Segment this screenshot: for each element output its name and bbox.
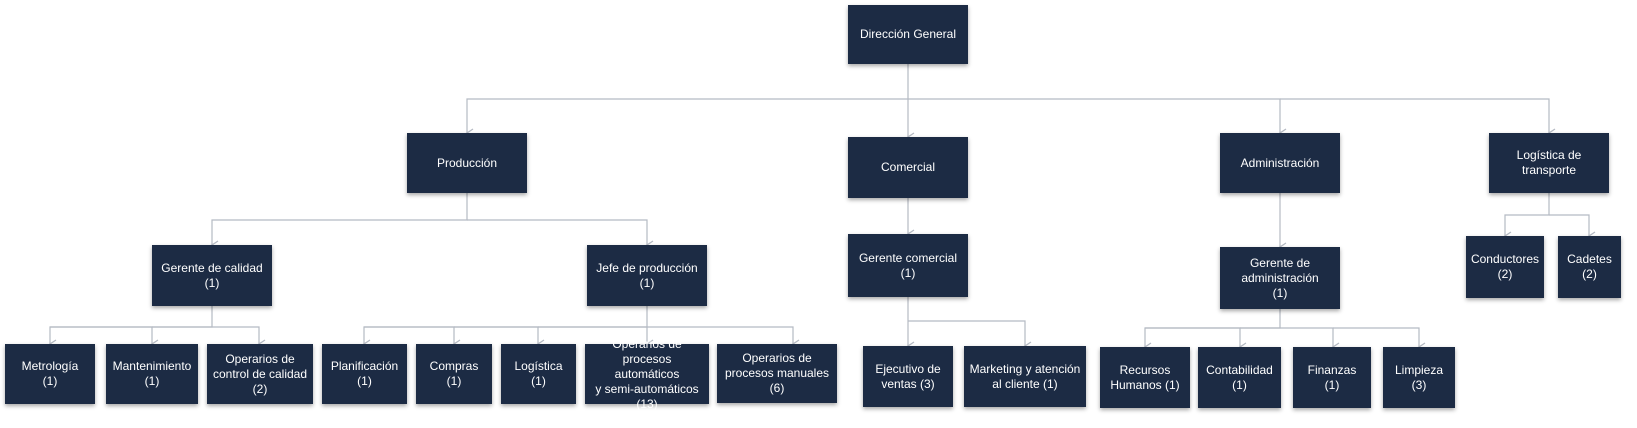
node-label: Comercial [880,160,935,174]
node-label: Marketing y atención al cliente (1) [969,361,1081,391]
node-metrologia[interactable]: Metrología (1) [5,344,95,404]
node-operarios-manuales[interactable]: Operarios de procesos manuales (6) [717,344,837,403]
node-label: Conductores (2) [1470,252,1540,281]
node-label: Jefe de producción (1) [596,260,698,290]
node-direccion-general[interactable]: Dirección General [848,5,968,64]
node-label: Gerente de calidad (1) [161,260,263,290]
node-label: Logística de transporte [1516,148,1582,177]
node-label: Operarios de procesos manuales (6) [724,351,830,395]
node-limpieza[interactable]: Limpieza (3) [1383,347,1455,408]
node-jefe-produccion[interactable]: Jefe de producción (1) [587,245,707,306]
node-conductores[interactable]: Conductores (2) [1466,236,1544,298]
node-comercial[interactable]: Comercial [848,137,968,198]
node-label: Cadetes (2) [1567,252,1612,281]
node-label: Recursos Humanos (1) [1110,362,1180,392]
node-label: Compras (1) [429,359,479,388]
node-label: Operarios de procesos automáticos y semi… [595,336,699,411]
node-cadetes[interactable]: Cadetes (2) [1558,236,1621,298]
node-label: Metrología (1) [21,359,79,388]
node-administracion[interactable]: Administración [1220,133,1340,193]
node-gerente-calidad[interactable]: Gerente de calidad (1) [152,245,272,306]
node-gerente-comercial[interactable]: Gerente comercial (1) [848,234,968,297]
node-gerente-administracion[interactable]: Gerente de administración (1) [1220,247,1340,309]
node-contabilidad[interactable]: Contabilidad (1) [1198,347,1281,408]
node-marketing[interactable]: Marketing y atención al cliente (1) [964,346,1086,407]
node-ejecutivo-ventas[interactable]: Ejecutivo de ventas (3) [863,346,953,407]
node-label: Gerente de administración (1) [1241,255,1319,300]
node-finanzas[interactable]: Finanzas (1) [1293,347,1371,408]
node-operarios-automaticos[interactable]: Operarios de procesos automáticos y semi… [585,337,709,411]
node-planificacion[interactable]: Planificación (1) [322,344,407,404]
node-label: Planificación (1) [330,359,399,388]
node-label: Gerente comercial (1) [858,250,958,280]
node-label: Finanzas (1) [1307,362,1357,392]
node-logistica[interactable]: Logística (1) [501,344,576,404]
node-label: Mantenimiento (1) [112,359,192,388]
node-mantenimiento[interactable]: Mantenimiento (1) [106,344,198,404]
node-label: Contabilidad (1) [1206,362,1273,392]
node-label: Limpieza (3) [1394,362,1444,392]
node-label: Administración [1240,155,1320,170]
node-label: Operarios de control de calidad (2) [212,351,308,396]
node-compras[interactable]: Compras (1) [416,344,492,404]
node-label: Logística (1) [514,359,563,388]
node-label: Dirección General [859,27,957,41]
node-logistica-transporte[interactable]: Logística de transporte [1489,133,1609,193]
node-produccion[interactable]: Producción [407,133,527,193]
node-operarios-calidad[interactable]: Operarios de control de calidad (2) [207,344,313,404]
node-recursos-humanos[interactable]: Recursos Humanos (1) [1100,347,1190,408]
node-label: Producción [436,155,498,170]
node-label: Ejecutivo de ventas (3) [875,361,941,391]
